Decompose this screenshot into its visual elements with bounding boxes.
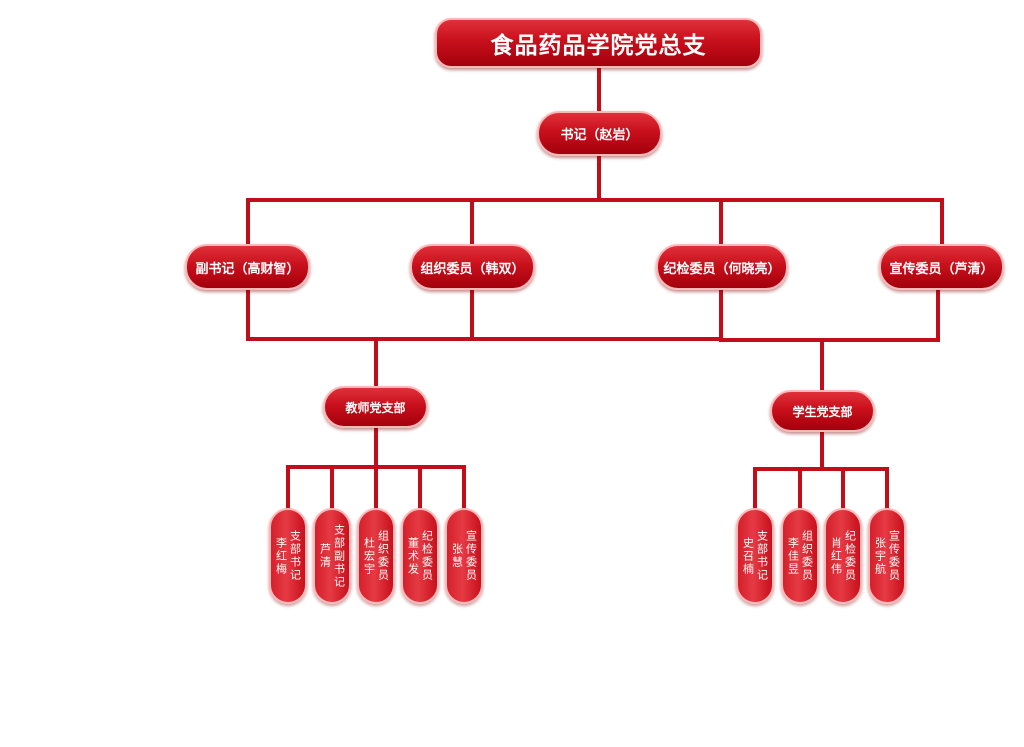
member-name: 张宇航 — [873, 536, 887, 576]
member-role: 纪检委员 — [420, 530, 434, 582]
committee-node-discipline: 纪检委员（何晓亮） — [656, 244, 788, 290]
member-card: 纪检委员 董术发 — [401, 508, 439, 604]
member-card: 支部书记 史召楠 — [736, 508, 774, 604]
member-role: 支部副书记 — [332, 523, 346, 589]
org-title: 食品药品学院党总支 — [490, 33, 707, 59]
committee-label: 组织委员（韩双） — [420, 261, 525, 277]
branch-label: 学生党支部 — [792, 404, 853, 419]
member-card: 组织委员 李佳昱 — [781, 508, 819, 604]
branch-label: 教师党支部 — [345, 400, 406, 415]
member-card: 宣传委员 张宇航 — [868, 508, 906, 604]
secretary-node: 书记（赵岩） — [537, 111, 662, 156]
member-name: 史召楠 — [741, 536, 755, 576]
branch-node-teachers: 教师党支部 — [323, 386, 428, 428]
committee-node-publicity: 宣传委员（芦清） — [879, 244, 1004, 290]
member-role: 组织委员 — [800, 530, 814, 582]
member-role: 宣传委员 — [464, 530, 478, 582]
member-name: 芦清 — [318, 543, 332, 569]
committee-label: 宣传委员（芦清） — [889, 261, 994, 277]
committee-label: 纪检委员（何晓亮） — [663, 261, 781, 277]
org-title-node: 食品药品学院党总支 — [435, 18, 762, 68]
member-card: 纪检委员 肖红伟 — [824, 508, 862, 604]
committee-node-deputy-secretary: 副书记（高财智） — [185, 244, 310, 290]
member-name: 肖红伟 — [829, 536, 843, 576]
branch-node-students: 学生党支部 — [770, 390, 875, 432]
member-name: 李佳昱 — [786, 536, 800, 576]
member-role: 组织委员 — [376, 530, 390, 582]
member-role: 支部书记 — [755, 530, 769, 582]
secretary-label: 书记（赵岩） — [560, 128, 639, 143]
member-card: 宣传委员 张慧 — [445, 508, 483, 604]
member-card: 支部副书记 芦清 — [313, 508, 351, 604]
member-name: 张慧 — [450, 543, 464, 569]
committee-node-organization: 组织委员（韩双） — [410, 244, 535, 290]
member-name: 李红梅 — [274, 536, 288, 576]
member-role: 宣传委员 — [887, 530, 901, 582]
member-role: 纪检委员 — [843, 530, 857, 582]
member-card: 支部书记 李红梅 — [269, 508, 307, 604]
member-name: 董术发 — [406, 536, 420, 576]
member-card: 组织委员 杜宏宇 — [357, 508, 395, 604]
member-name: 杜宏宇 — [362, 536, 376, 576]
member-role: 支部书记 — [288, 530, 302, 582]
committee-label: 副书记（高财智） — [195, 261, 300, 277]
